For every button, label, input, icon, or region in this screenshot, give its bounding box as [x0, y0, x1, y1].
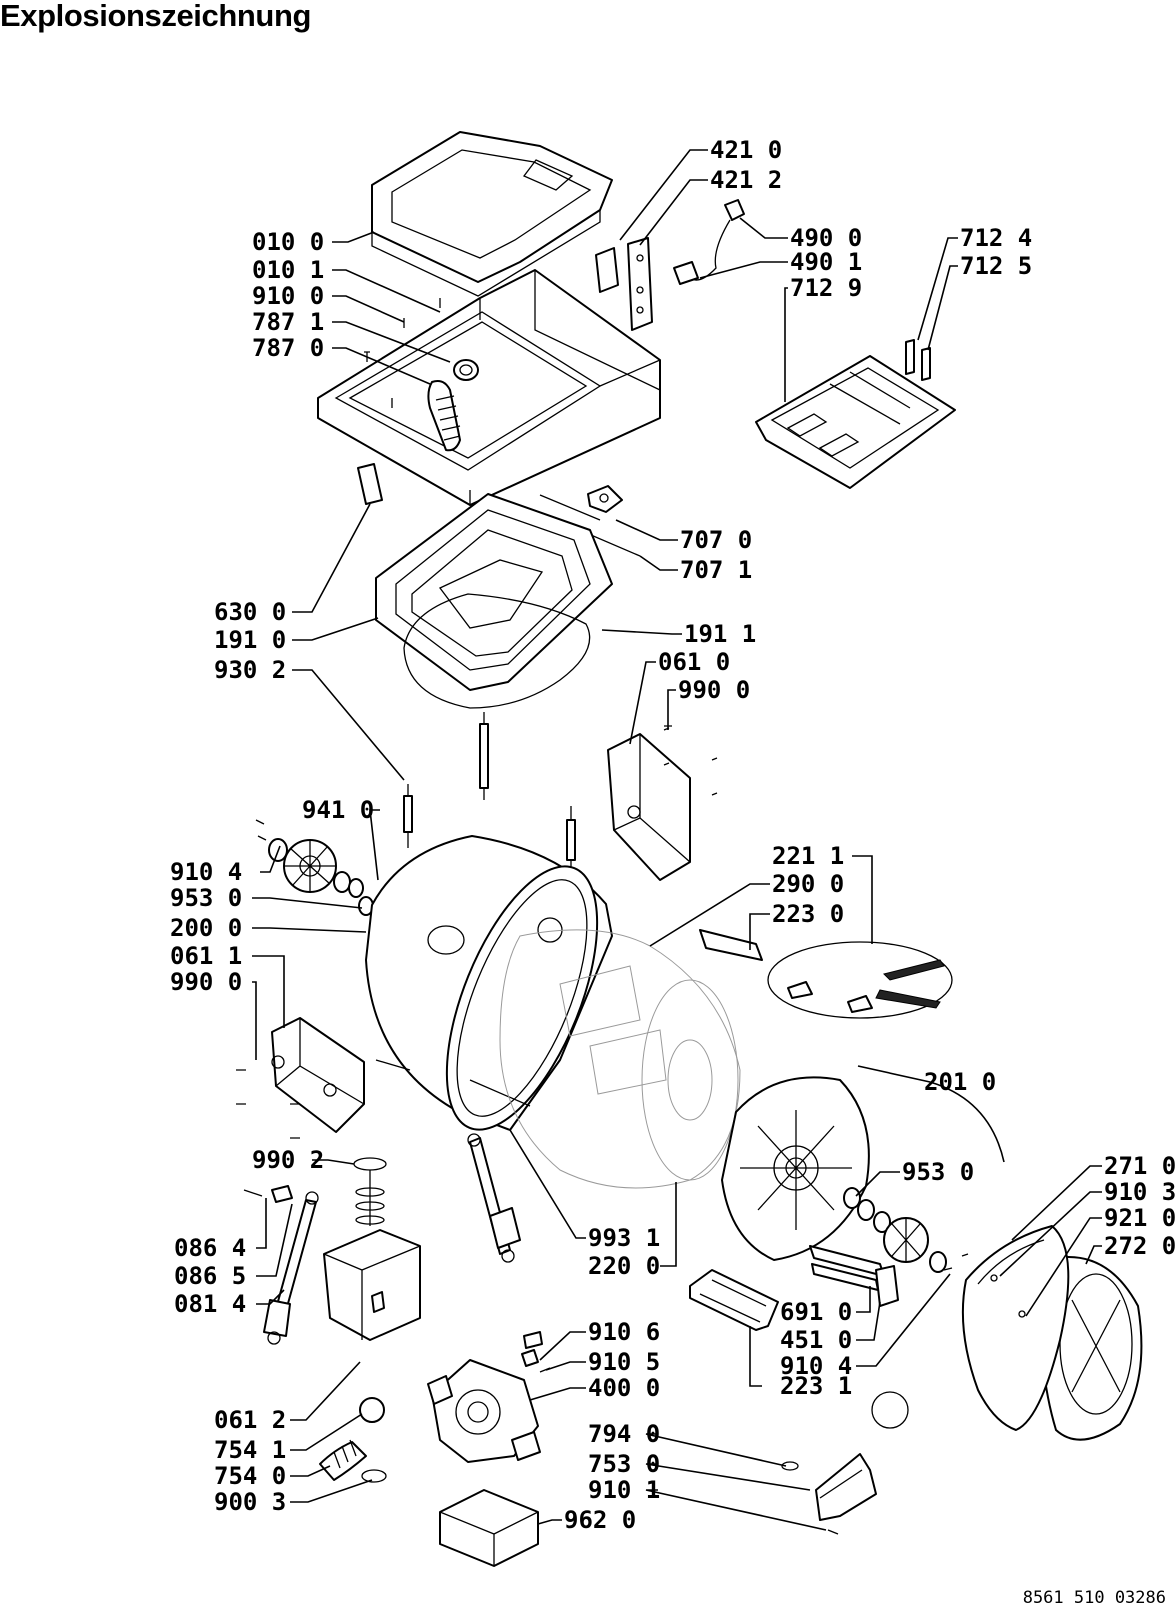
- callout-label: 221 1: [772, 842, 844, 870]
- callout-label: 953 0: [170, 884, 242, 912]
- power-cable-part: [673, 199, 745, 285]
- callout-label: 061 1: [170, 942, 242, 970]
- tray-box-part: [439, 1489, 539, 1567]
- shock-absorber-right-part: [467, 1133, 521, 1263]
- callout-labels: 421 0 421 2 490 0 490 1 712 9 712 4 712 …: [170, 136, 1176, 1534]
- rear-gasket-part: [961, 1225, 1070, 1431]
- cover-061-0-part: [607, 727, 718, 881]
- bearing-flange-left-part: [255, 819, 374, 916]
- callout-label: 081 4: [174, 1290, 246, 1318]
- shock-absorber-left-part: [243, 1185, 319, 1345]
- callout-label: 271 0: [1104, 1152, 1176, 1180]
- callout-label: 910 4: [780, 1352, 852, 1380]
- inlet-bellows-part: [427, 359, 479, 452]
- callout-label: 490 0: [790, 224, 862, 252]
- drum-back-flange-part: [721, 1076, 870, 1261]
- callout-label: 712 4: [960, 224, 1032, 252]
- callout-label: 630 0: [214, 598, 286, 626]
- callout-label: 910 1: [588, 1476, 660, 1504]
- callout-label: 754 1: [214, 1436, 286, 1464]
- callout-label: 220 0: [588, 1252, 660, 1280]
- water-guide-part: [689, 1269, 779, 1331]
- detergent-dispenser-part: [755, 339, 956, 489]
- callout-label: 754 0: [214, 1462, 286, 1490]
- callout-label: 794 0: [588, 1420, 660, 1448]
- callout-label: 712 5: [960, 252, 1032, 280]
- callout-label: 993 1: [588, 1224, 660, 1252]
- callout-label: 930 2: [214, 656, 286, 684]
- callout-label: 010 0: [252, 228, 324, 256]
- callout-label: 200 0: [170, 914, 242, 942]
- callout-label: 400 0: [588, 1374, 660, 1402]
- outer-tub-part: [365, 835, 613, 1131]
- pressure-switch-part: [781, 1391, 909, 1535]
- callout-label: 061 2: [214, 1406, 286, 1434]
- bearing-flange-right-part: [843, 1187, 947, 1273]
- tub-ring-part: [375, 493, 613, 691]
- top-panel-part: [317, 269, 661, 507]
- callout-label: 086 5: [174, 1262, 246, 1290]
- callout-label: 787 0: [252, 334, 324, 362]
- heater-part: [809, 1245, 899, 1307]
- document-number: 8561 510 03286: [1022, 1588, 1166, 1608]
- callout-label: 451 0: [780, 1326, 852, 1354]
- callout-label: 712 9: [790, 274, 862, 302]
- callout-label: 223 0: [772, 900, 844, 928]
- base-cover-part: [323, 1229, 421, 1341]
- interference-suppressor-part: [595, 237, 653, 331]
- callout-label: 910 3: [1104, 1178, 1176, 1206]
- callout-label: 787 1: [252, 308, 324, 336]
- callout-label: 191 1: [684, 620, 756, 648]
- callout-label: 707 1: [680, 556, 752, 584]
- callout-label: 941 0: [302, 796, 374, 824]
- callout-label: 421 0: [710, 136, 782, 164]
- callout-label: 900 3: [214, 1488, 286, 1516]
- callout-label: 061 0: [658, 648, 730, 676]
- callout-label: 223 1: [780, 1372, 852, 1400]
- spring-990-2-part: [353, 1157, 387, 1226]
- callout-label: 421 2: [710, 166, 782, 194]
- callout-label: 962 0: [564, 1506, 636, 1534]
- callout-label: 191 0: [214, 626, 286, 654]
- callout-label: 707 0: [680, 526, 752, 554]
- callout-label: 753 0: [588, 1450, 660, 1478]
- callout-label: 201 0: [924, 1068, 996, 1096]
- lifter-parts: [699, 929, 953, 1019]
- callout-label: 990 0: [678, 676, 750, 704]
- callout-label: 086 4: [174, 1234, 246, 1262]
- callout-label: 990 2: [252, 1146, 324, 1174]
- callout-label: 290 0: [772, 870, 844, 898]
- callout-label: 490 1: [790, 248, 862, 276]
- callout-label: 272 0: [1104, 1232, 1176, 1260]
- cover-061-1-part: [236, 1017, 365, 1139]
- drain-pump-part: [427, 1331, 543, 1463]
- callout-label: 910 6: [588, 1318, 660, 1346]
- callout-label: 910 4: [170, 858, 242, 886]
- callout-label: 990 0: [170, 968, 242, 996]
- lid-frame-part: [371, 131, 613, 297]
- leader-lines: [252, 149, 1102, 1531]
- callout-label: 010 1: [252, 256, 324, 284]
- clip-630-part: [357, 463, 383, 505]
- callout-label: 953 0: [902, 1158, 974, 1186]
- drain-hose-part: [319, 1397, 387, 1483]
- callout-label: 910 0: [252, 282, 324, 310]
- thermostat-part: [539, 485, 641, 557]
- tub-gasket-part: [403, 593, 591, 709]
- callout-label: 691 0: [780, 1298, 852, 1326]
- callout-label: 910 5: [588, 1348, 660, 1376]
- page-title: Explosionszeichnung: [0, 0, 312, 33]
- callout-label: 921 0: [1104, 1204, 1176, 1232]
- screws-top: [364, 298, 441, 408]
